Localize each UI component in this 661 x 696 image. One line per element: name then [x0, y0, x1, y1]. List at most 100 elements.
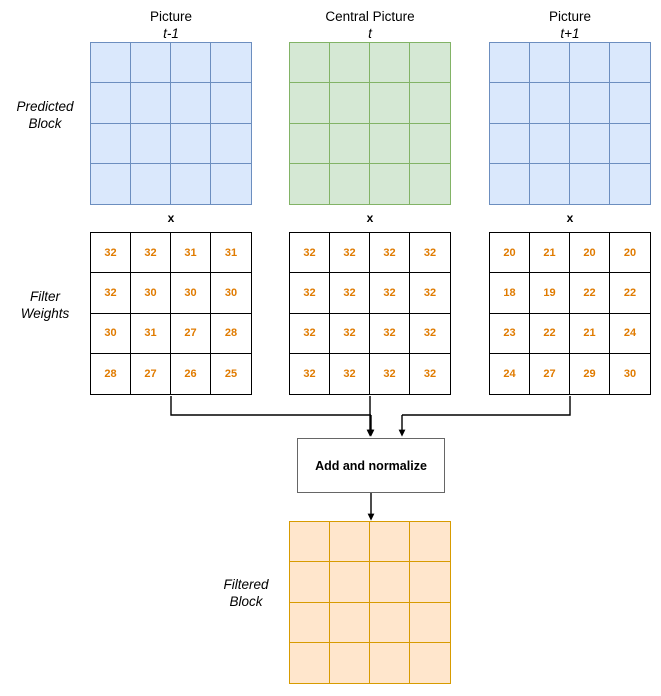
weight-cell: 31	[211, 233, 251, 274]
block-cell	[370, 163, 410, 204]
block-cell	[370, 43, 410, 84]
block-cell	[410, 562, 450, 603]
weight-cell: 30	[610, 353, 650, 394]
block-cell	[171, 163, 211, 204]
block-cell	[330, 602, 370, 643]
block-cell	[410, 83, 450, 124]
weight-cell: 32	[370, 273, 410, 314]
block-cell	[171, 43, 211, 84]
weight-cell: 32	[290, 233, 330, 274]
column-title-line1: Picture	[548, 9, 592, 24]
weight-cell: 20	[490, 233, 530, 274]
block-cell	[290, 642, 330, 683]
block-cell	[530, 83, 570, 124]
row-label-line1: Predicted	[16, 99, 74, 114]
block-cell	[330, 83, 370, 124]
column-title-picture-central: Central Picture t	[289, 8, 451, 42]
row-label-line2: Block	[28, 116, 62, 131]
block-cell	[211, 163, 251, 204]
block-cell	[610, 43, 650, 84]
block-cell	[290, 602, 330, 643]
column-title-line2: t-1	[163, 26, 179, 41]
block-cell	[131, 123, 171, 164]
block-cell	[131, 163, 171, 204]
block-cell	[610, 163, 650, 204]
block-cell	[490, 83, 530, 124]
block-cell	[330, 642, 370, 683]
block-cell	[330, 163, 370, 204]
wire-next-horizontal	[402, 396, 571, 416]
block-cell	[610, 83, 650, 124]
block-cell	[290, 522, 330, 563]
predicted-block-next	[489, 42, 651, 205]
block-cell	[330, 123, 370, 164]
column-title-picture-next: Picture t+1	[489, 8, 651, 42]
weight-cell: 32	[370, 353, 410, 394]
weight-cell: 27	[131, 353, 171, 394]
block-cell	[330, 562, 370, 603]
weight-cell: 30	[211, 273, 251, 314]
weight-cell: 30	[131, 273, 171, 314]
block-cell	[610, 123, 650, 164]
weight-cell: 22	[610, 273, 650, 314]
column-title-line2: t	[368, 26, 372, 41]
weight-cell: 20	[610, 233, 650, 274]
row-label-predicted-block: Predicted Block	[6, 98, 84, 132]
block-cell	[211, 43, 251, 84]
weight-cell: 18	[490, 273, 530, 314]
block-cell	[131, 43, 171, 84]
block-cell	[91, 163, 131, 204]
add-and-normalize-box[interactable]: Add and normalize	[297, 438, 445, 493]
multiply-operator-prev: x	[167, 211, 175, 225]
block-cell	[290, 163, 330, 204]
multiply-operator-next: x	[566, 211, 574, 225]
row-label-filter-weights: Filter Weights	[6, 288, 84, 322]
row-label-line2: Block	[229, 594, 263, 609]
weight-cell: 32	[330, 353, 370, 394]
block-cell	[290, 83, 330, 124]
row-label-filtered-block: Filtered Block	[205, 576, 287, 610]
weight-cell: 32	[91, 233, 131, 274]
row-label-line1: Filter	[30, 289, 60, 304]
block-cell	[91, 43, 131, 84]
block-cell	[530, 123, 570, 164]
predicted-block-central	[289, 42, 451, 205]
block-cell	[91, 123, 131, 164]
block-cell	[410, 642, 450, 683]
weight-cell: 31	[171, 233, 211, 274]
block-cell	[410, 522, 450, 563]
weight-cell: 32	[370, 313, 410, 354]
weight-cell: 25	[211, 353, 251, 394]
weight-cell: 19	[530, 273, 570, 314]
weight-cell: 32	[410, 353, 450, 394]
block-cell	[370, 83, 410, 124]
weight-cell: 26	[171, 353, 211, 394]
row-label-line1: Filtered	[223, 577, 269, 592]
block-cell	[330, 522, 370, 563]
block-cell	[570, 83, 610, 124]
add-and-normalize-label: Add and normalize	[315, 458, 427, 473]
weight-cell: 32	[330, 273, 370, 314]
weight-cell: 20	[570, 233, 610, 274]
weight-cell: 32	[131, 233, 171, 274]
weight-cell: 32	[330, 233, 370, 274]
block-cell	[171, 123, 211, 164]
weight-cell: 22	[530, 313, 570, 354]
block-cell	[370, 123, 410, 164]
block-cell	[570, 123, 610, 164]
weight-cell: 32	[290, 273, 330, 314]
block-cell	[530, 163, 570, 204]
wire-prev-horizontal	[170, 396, 371, 416]
weight-cell: 32	[410, 233, 450, 274]
block-cell	[211, 123, 251, 164]
block-cell	[530, 43, 570, 84]
predicted-block-prev	[90, 42, 252, 205]
weight-cell: 32	[370, 233, 410, 274]
weight-cell: 27	[530, 353, 570, 394]
filtered-block	[289, 521, 451, 684]
weight-cell: 21	[570, 313, 610, 354]
block-cell	[490, 43, 530, 84]
weight-cell: 32	[410, 313, 450, 354]
